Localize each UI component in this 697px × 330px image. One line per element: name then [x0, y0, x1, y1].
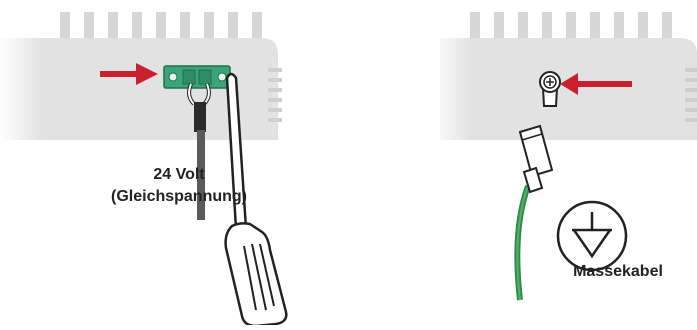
- arrow-icon: [560, 73, 632, 95]
- right-device: [430, 0, 697, 145]
- ground-symbol-icon: [556, 200, 628, 272]
- power-label-line2: (Gleichspannung): [111, 188, 247, 205]
- terminal-block-icon: [163, 65, 231, 89]
- power-cable: [187, 83, 211, 220]
- ground-cable: [514, 124, 554, 301]
- power-label-line1: 24 Volt: [153, 166, 205, 183]
- ring-terminal-icon: [539, 71, 561, 107]
- ground-cable-label: Massekabel: [573, 263, 663, 280]
- power-label: 24 Volt (Gleichspannung): [104, 164, 254, 208]
- arrow-icon: [100, 63, 158, 85]
- screwdriver-icon: [224, 72, 288, 328]
